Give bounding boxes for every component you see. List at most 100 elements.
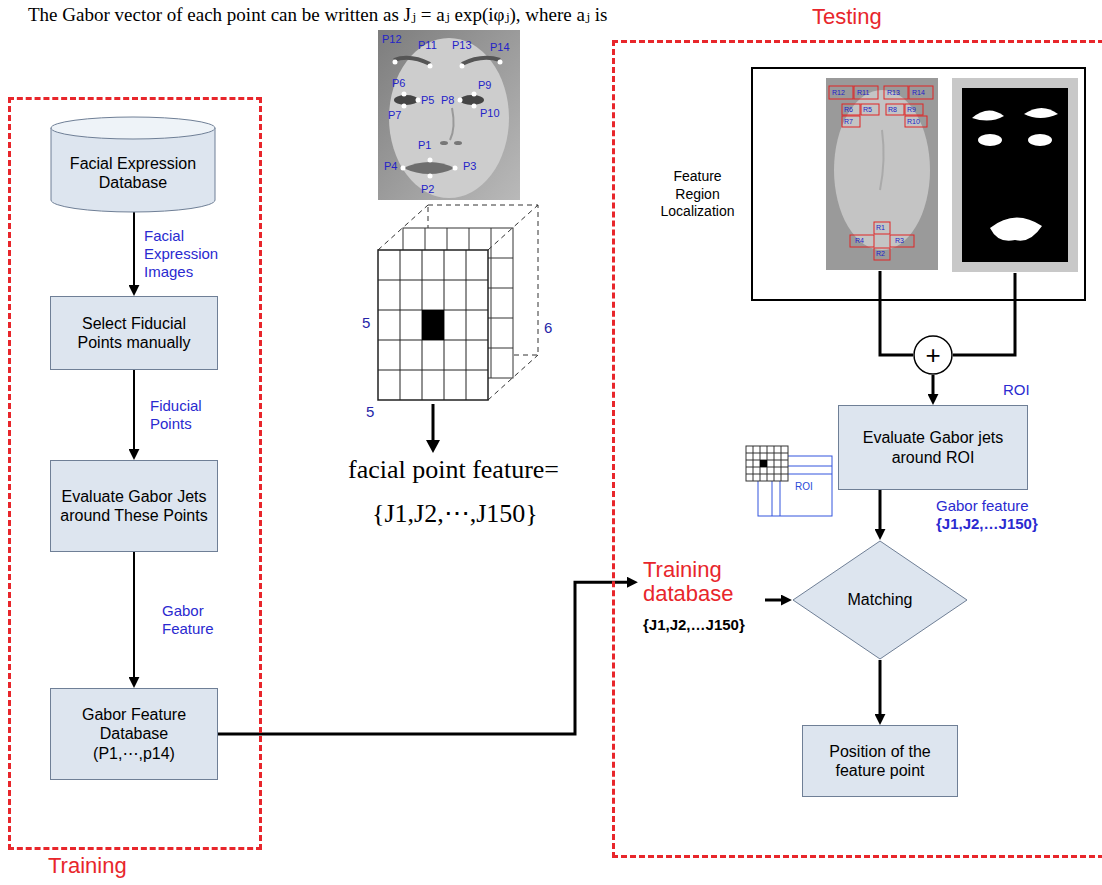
test-face-photo <box>826 78 938 270</box>
face-photo <box>403 162 455 174</box>
binary-edge-map <box>1024 108 1058 118</box>
face-photo <box>460 95 484 105</box>
binary-edge-map <box>972 110 1004 120</box>
region-label: R8 <box>888 106 897 113</box>
cube-arrow <box>432 404 435 441</box>
node-text: + <box>925 342 940 368</box>
point-label: P7 <box>388 110 401 121</box>
dimension-label: 5 <box>362 315 370 330</box>
diamond-shape <box>793 541 967 659</box>
feature-region-box <box>829 86 933 260</box>
roi-label: ROI <box>795 482 813 492</box>
fiducial-dots <box>453 166 458 171</box>
fiducial-dots <box>428 64 433 69</box>
database-cylinder: Facial Expression Database <box>50 116 216 212</box>
face-photo <box>378 30 520 200</box>
decision-diamond: Matching <box>792 540 968 660</box>
roi-icon <box>746 446 832 516</box>
region-label: R6 <box>844 106 853 113</box>
node-text: Facial Expression Database <box>58 154 208 192</box>
feature-formula: {J1,J2,⋯,J150} <box>372 500 538 529</box>
flow-arrow <box>765 599 782 602</box>
flow-arrow <box>133 552 135 678</box>
database-text: Training database{J1,J2,…J150} <box>638 558 765 642</box>
point-label: P6 <box>392 78 405 89</box>
region-label: R9 <box>907 106 916 113</box>
feature-region-box <box>850 235 874 247</box>
feature-region-box <box>884 86 908 99</box>
point-label: P14 <box>490 42 510 53</box>
point-label: P9 <box>478 80 491 91</box>
flow-arrow <box>218 582 628 734</box>
flow-arrow <box>133 212 135 286</box>
edge-label: Facial Expression Images <box>144 227 228 281</box>
cylinder-top <box>51 117 215 139</box>
region-heading: Testing <box>812 4 882 30</box>
dimension-label: 5 <box>366 404 374 419</box>
feature-region-box <box>909 86 933 99</box>
binary-edge-map <box>1028 134 1052 146</box>
fiducial-dots <box>472 92 477 97</box>
region-heading: Training <box>48 853 127 879</box>
node-text: Gabor Feature Database (P1,⋯,p14) <box>59 705 209 763</box>
testing-region: TestingTraining database{J1,J2,…J150}+Ev… <box>612 40 1102 858</box>
gabor-jet-cube <box>378 250 488 400</box>
face-photo <box>440 141 448 145</box>
roi-icon <box>746 446 788 481</box>
face-photo <box>394 95 418 105</box>
edge-label: Fiducial Points <box>150 397 222 433</box>
fiducial-dots <box>402 104 407 109</box>
edge-label: ROI <box>1003 381 1043 399</box>
feature-region-box <box>905 116 927 127</box>
training-region: TrainingFacial Expression DatabaseSelect… <box>8 97 262 850</box>
binary-edge-map <box>952 78 1078 272</box>
point-label: P12 <box>382 34 402 45</box>
region-label: R5 <box>863 106 872 113</box>
cube-arrow <box>426 440 440 453</box>
point-label: P2 <box>421 184 434 195</box>
binary-edge-map <box>990 217 1042 240</box>
step-label: Feature Region Localization <box>650 168 745 221</box>
region-label: R13 <box>887 89 900 96</box>
test-face-photo <box>880 130 884 190</box>
fiducial-dots <box>428 174 433 179</box>
flow-arrow <box>932 375 935 395</box>
region-label: R12 <box>832 89 845 96</box>
face-photo <box>378 30 520 200</box>
region-label: R3 <box>895 237 904 244</box>
point-label: P8 <box>441 95 454 106</box>
merge-wire <box>880 271 913 355</box>
fiducial-dots <box>428 158 433 163</box>
point-label: P3 <box>463 161 476 172</box>
binary-edge-map <box>978 134 1002 146</box>
face-photo <box>389 38 509 198</box>
region-label: R1 <box>876 224 885 231</box>
fiducial-dots <box>393 60 503 179</box>
gabor-jet-cube <box>378 205 538 400</box>
feature-region-box <box>905 104 923 115</box>
fiducial-dots <box>416 98 421 103</box>
roi-icon <box>746 446 788 481</box>
localization-frame <box>752 68 1085 300</box>
process-box: Evaluate Gabor jets around ROI <box>838 405 1028 490</box>
fiducial-dots <box>393 60 398 65</box>
point-label: P10 <box>480 108 500 119</box>
edge-label: Gabor Feature <box>162 602 224 638</box>
fiducial-dots <box>498 60 503 65</box>
region-label: R7 <box>844 118 853 125</box>
fiducial-dots <box>401 166 406 171</box>
cube-arrow <box>426 404 440 453</box>
flow-arrow <box>879 660 882 715</box>
feature-region-box <box>854 86 878 99</box>
feature-region-box <box>842 104 860 115</box>
fiducial-dots <box>402 92 407 97</box>
point-label: P13 <box>452 40 472 51</box>
region-label: R10 <box>907 118 920 125</box>
region-label: R2 <box>876 250 885 257</box>
gabor-jet-cube <box>378 205 538 400</box>
process-box: Position of the feature point <box>802 725 958 797</box>
face-photo <box>454 141 462 145</box>
node-text: Matching <box>848 590 913 609</box>
face-photo <box>450 108 454 140</box>
fiducial-dots <box>460 64 465 69</box>
